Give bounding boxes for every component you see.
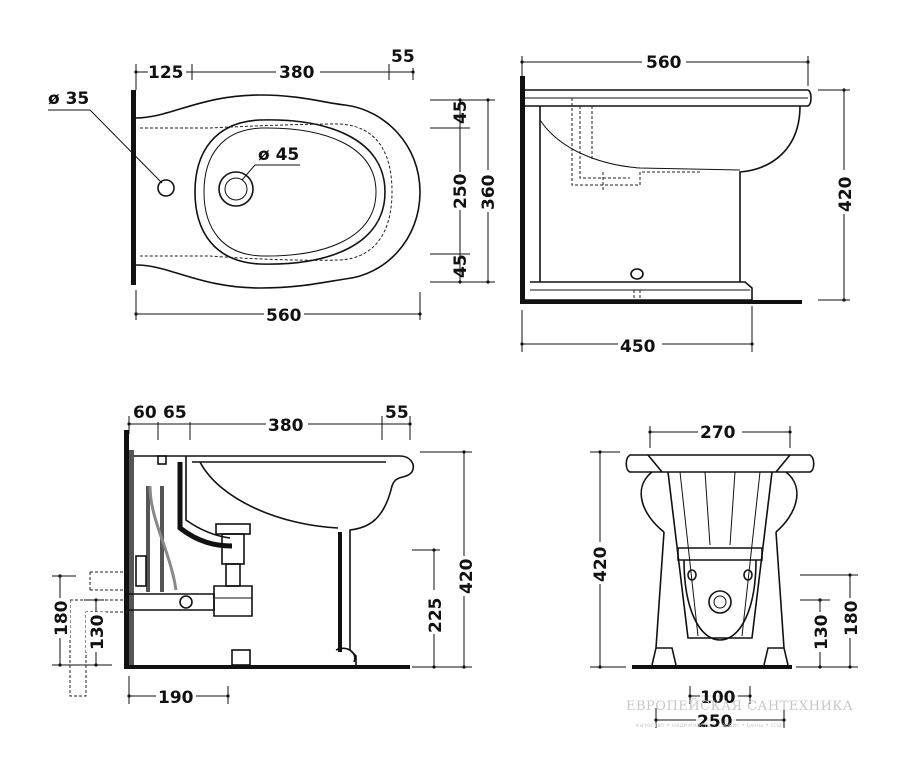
drain-outer: [218, 171, 254, 207]
dim-sec-225: 225: [426, 598, 446, 634]
dim-front-130: 130: [812, 614, 832, 650]
dim-top-55: 55: [391, 47, 415, 67]
top-outline: [135, 94, 421, 289]
dim-sec-190: 190: [158, 688, 194, 708]
dim-side-560: 560: [646, 53, 682, 73]
dim-top-560: 560: [266, 306, 302, 326]
top-rim-dashed: [140, 123, 393, 261]
dim-side-420: 420: [836, 176, 856, 212]
section-floor: [124, 665, 410, 669]
dim-front-250: 250: [697, 712, 733, 732]
dim-top-380: 380: [279, 63, 315, 83]
label-hole-35: ø 35: [48, 89, 89, 109]
dim-sec-65: 65: [163, 403, 187, 423]
section-view: 60 65 380 55 420 225 180 130 190: [50, 402, 478, 708]
top-bowl: [194, 119, 386, 265]
dim-sec-380: 380: [268, 416, 304, 436]
dim-top-125: 125: [148, 63, 184, 83]
top-bowl-inner: [203, 127, 377, 257]
side-view: 560 420 450: [520, 50, 856, 357]
dim-top-45b: 45: [451, 254, 471, 278]
watermark-brand: ЕВРОПЕЙСКАЯ САНТЕХНИКА: [626, 697, 853, 714]
dim-top-45a: 45: [451, 100, 471, 124]
dim-top-250: 250: [451, 173, 471, 209]
dim-front-270: 270: [700, 423, 736, 443]
dim-side-450: 450: [620, 337, 656, 357]
side-floor: [520, 300, 802, 304]
watermark: ЕВРОПЕЙСКАЯ САНТЕХНИКА качество • надёжн…: [626, 697, 853, 729]
watermark-tagline: качество • надёжность • сервис • цены • …: [636, 722, 782, 729]
dim-front-180: 180: [842, 600, 862, 636]
front-view: 270 420 130 180 100 250: [590, 420, 862, 732]
dim-sec-420: 420: [457, 558, 477, 594]
front-floor: [632, 665, 792, 669]
dim-sec-180: 180: [52, 600, 72, 636]
drain-inner: [224, 177, 248, 201]
top-wall: [131, 90, 136, 285]
dim-front-100: 100: [700, 688, 736, 708]
dim-sec-60: 60: [133, 403, 157, 423]
label-hole-45: ø 45: [258, 145, 299, 165]
dim-sec-55: 55: [385, 403, 409, 423]
dim-sec-130: 130: [88, 614, 108, 650]
tap-hole: [157, 179, 175, 197]
top-view: ø 35 ø 45 125 380 55 560 45 250 45 360: [48, 46, 500, 326]
dim-top-360: 360: [479, 174, 499, 210]
section-wall: [124, 430, 129, 668]
dim-front-420: 420: [591, 546, 611, 582]
side-wall: [520, 76, 525, 304]
